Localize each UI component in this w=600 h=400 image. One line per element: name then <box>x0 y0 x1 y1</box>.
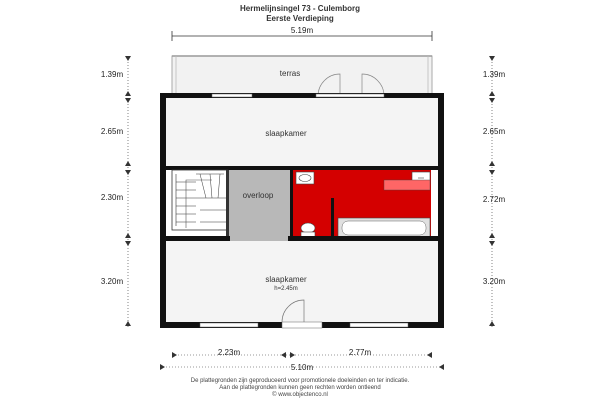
bottom-width-dimension: 5.10m <box>160 363 444 372</box>
left-terras-dim: 1.39m <box>101 70 124 79</box>
slaapkamer-bottom-area <box>166 241 438 322</box>
disclaimer: De plattegronden zijn geproduceerd voor … <box>0 378 600 399</box>
left-dimensions: 1.39m 2.65m 2.30m 3.20m <box>101 56 131 328</box>
left-overloop-dim: 2.30m <box>101 193 124 202</box>
window-top-left <box>211 93 253 98</box>
right-terras-dim: 1.39m <box>483 70 506 79</box>
bedroom-door <box>281 299 323 329</box>
slaapkamer-top-label: slaapkamer <box>265 129 307 138</box>
slaapkamer-bottom-label: slaapkamer <box>265 275 307 284</box>
disclaimer-line-1: De plattegronden zijn geproduceerd voor … <box>190 378 410 384</box>
window-bottom-left <box>199 322 259 328</box>
terras-area <box>171 55 433 97</box>
slaapkamer-top-area <box>166 98 438 166</box>
floor-title: Eerste Verdieping <box>266 14 334 23</box>
bottom-left-dim: 2.23m <box>218 348 241 357</box>
address-title: Hermelijnsingel 73 - Culemborg <box>239 4 361 13</box>
right-slaapkamer-bottom-dim: 3.20m <box>483 277 506 286</box>
terras-label: terras <box>280 69 300 78</box>
bathroom-fixtures <box>295 171 431 239</box>
overloop-area <box>228 170 290 240</box>
right-dimensions: 1.39m 2.65m 2.72m 3.20m <box>483 56 506 328</box>
copyright-link[interactable]: © www.objectenco.nl <box>272 392 328 398</box>
interior-wall-upper <box>166 166 438 170</box>
staircase <box>171 169 229 231</box>
terras-door <box>317 73 385 97</box>
overloop-label: overloop <box>243 191 274 200</box>
left-slaapkamer-bottom-dim: 3.20m <box>101 277 124 286</box>
top-width-dimension: 5.19m <box>171 26 433 41</box>
disclaimer-line-2: Aan de plattegronden kunnen geen rechten… <box>219 385 381 391</box>
bottom-right-dim: 2.77m <box>349 348 372 357</box>
interior-wall-lower <box>166 236 438 241</box>
window-top-right <box>315 93 385 98</box>
right-slaapkamer-top-dim: 2.65m <box>483 127 506 136</box>
top-width-label: 5.19m <box>291 26 314 35</box>
window-bottom-right <box>349 322 409 328</box>
bottom-width-label: 5.10m <box>291 363 314 372</box>
slaapkamer-bottom-height: h=2.45m <box>274 286 298 292</box>
title-block: Hermelijnsingel 73 - Culemborg Eerste Ve… <box>0 4 600 24</box>
right-bathroom-dim: 2.72m <box>483 195 506 204</box>
left-slaapkamer-top-dim: 2.65m <box>101 127 124 136</box>
bottom-split-dimensions: 2.23m 2.77m <box>172 348 432 358</box>
